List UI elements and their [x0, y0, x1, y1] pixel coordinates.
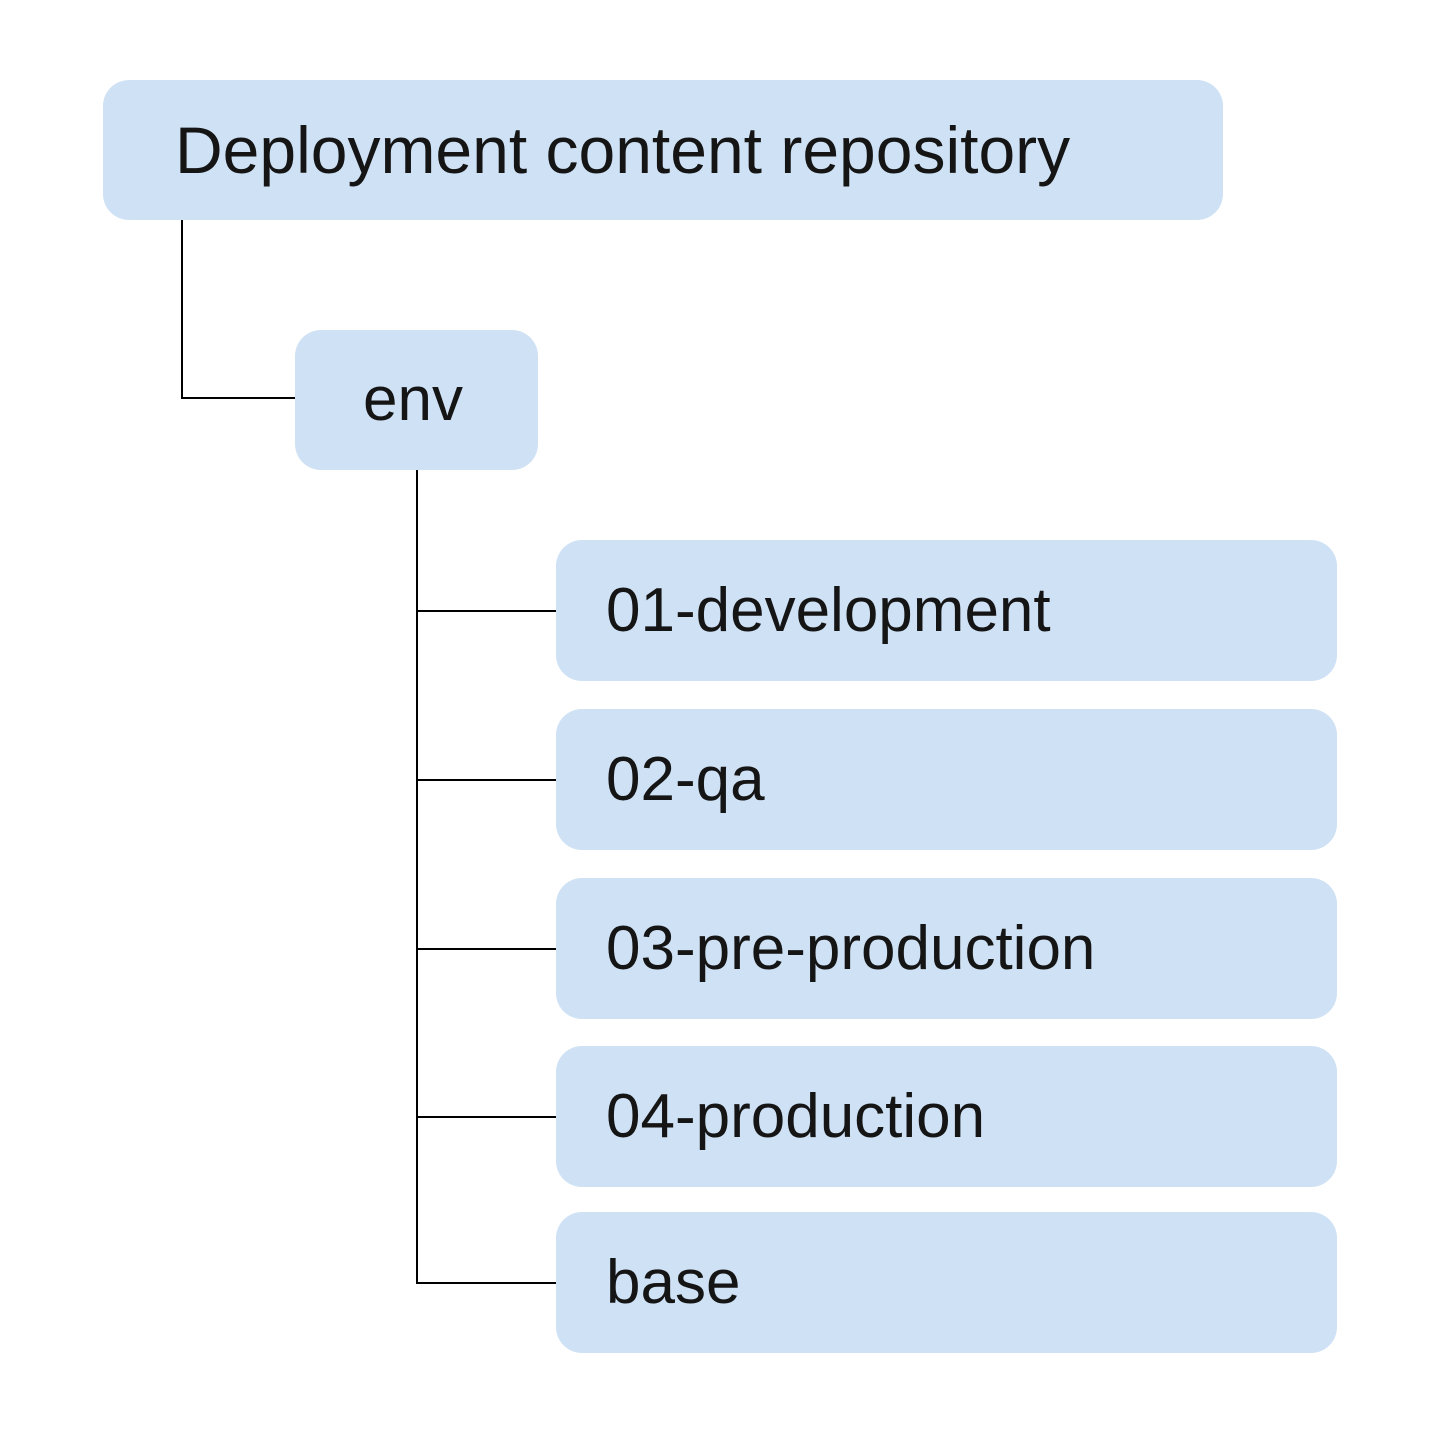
- connector-root-to-env-horizontal: [181, 397, 295, 399]
- node-01-development: 01-development: [556, 540, 1337, 681]
- node-env-label: env: [363, 365, 463, 434]
- connector-root-to-env-vertical: [181, 220, 183, 399]
- node-deployment-content-repository: Deployment content repository: [103, 80, 1223, 220]
- node-base-label: base: [606, 1247, 741, 1317]
- connector-branch-base: [416, 1282, 556, 1284]
- node-03-pre-production: 03-pre-production: [556, 878, 1337, 1019]
- node-04-production: 04-production: [556, 1046, 1337, 1187]
- connector-branch-02-qa: [416, 779, 556, 781]
- node-02-qa: 02-qa: [556, 709, 1337, 850]
- connector-branch-03-pre-production: [416, 948, 556, 950]
- connector-branch-04-production: [416, 1116, 556, 1118]
- node-env: env: [295, 330, 538, 470]
- node-base: base: [556, 1212, 1337, 1353]
- node-03-pre-production-label: 03-pre-production: [606, 913, 1096, 983]
- node-02-qa-label: 02-qa: [606, 744, 765, 814]
- node-01-development-label: 01-development: [606, 575, 1051, 645]
- node-deployment-content-repository-label: Deployment content repository: [175, 113, 1071, 187]
- connector-branch-01-development: [416, 610, 556, 612]
- node-04-production-label: 04-production: [606, 1081, 986, 1151]
- connector-env-trunk-vertical: [416, 470, 418, 1284]
